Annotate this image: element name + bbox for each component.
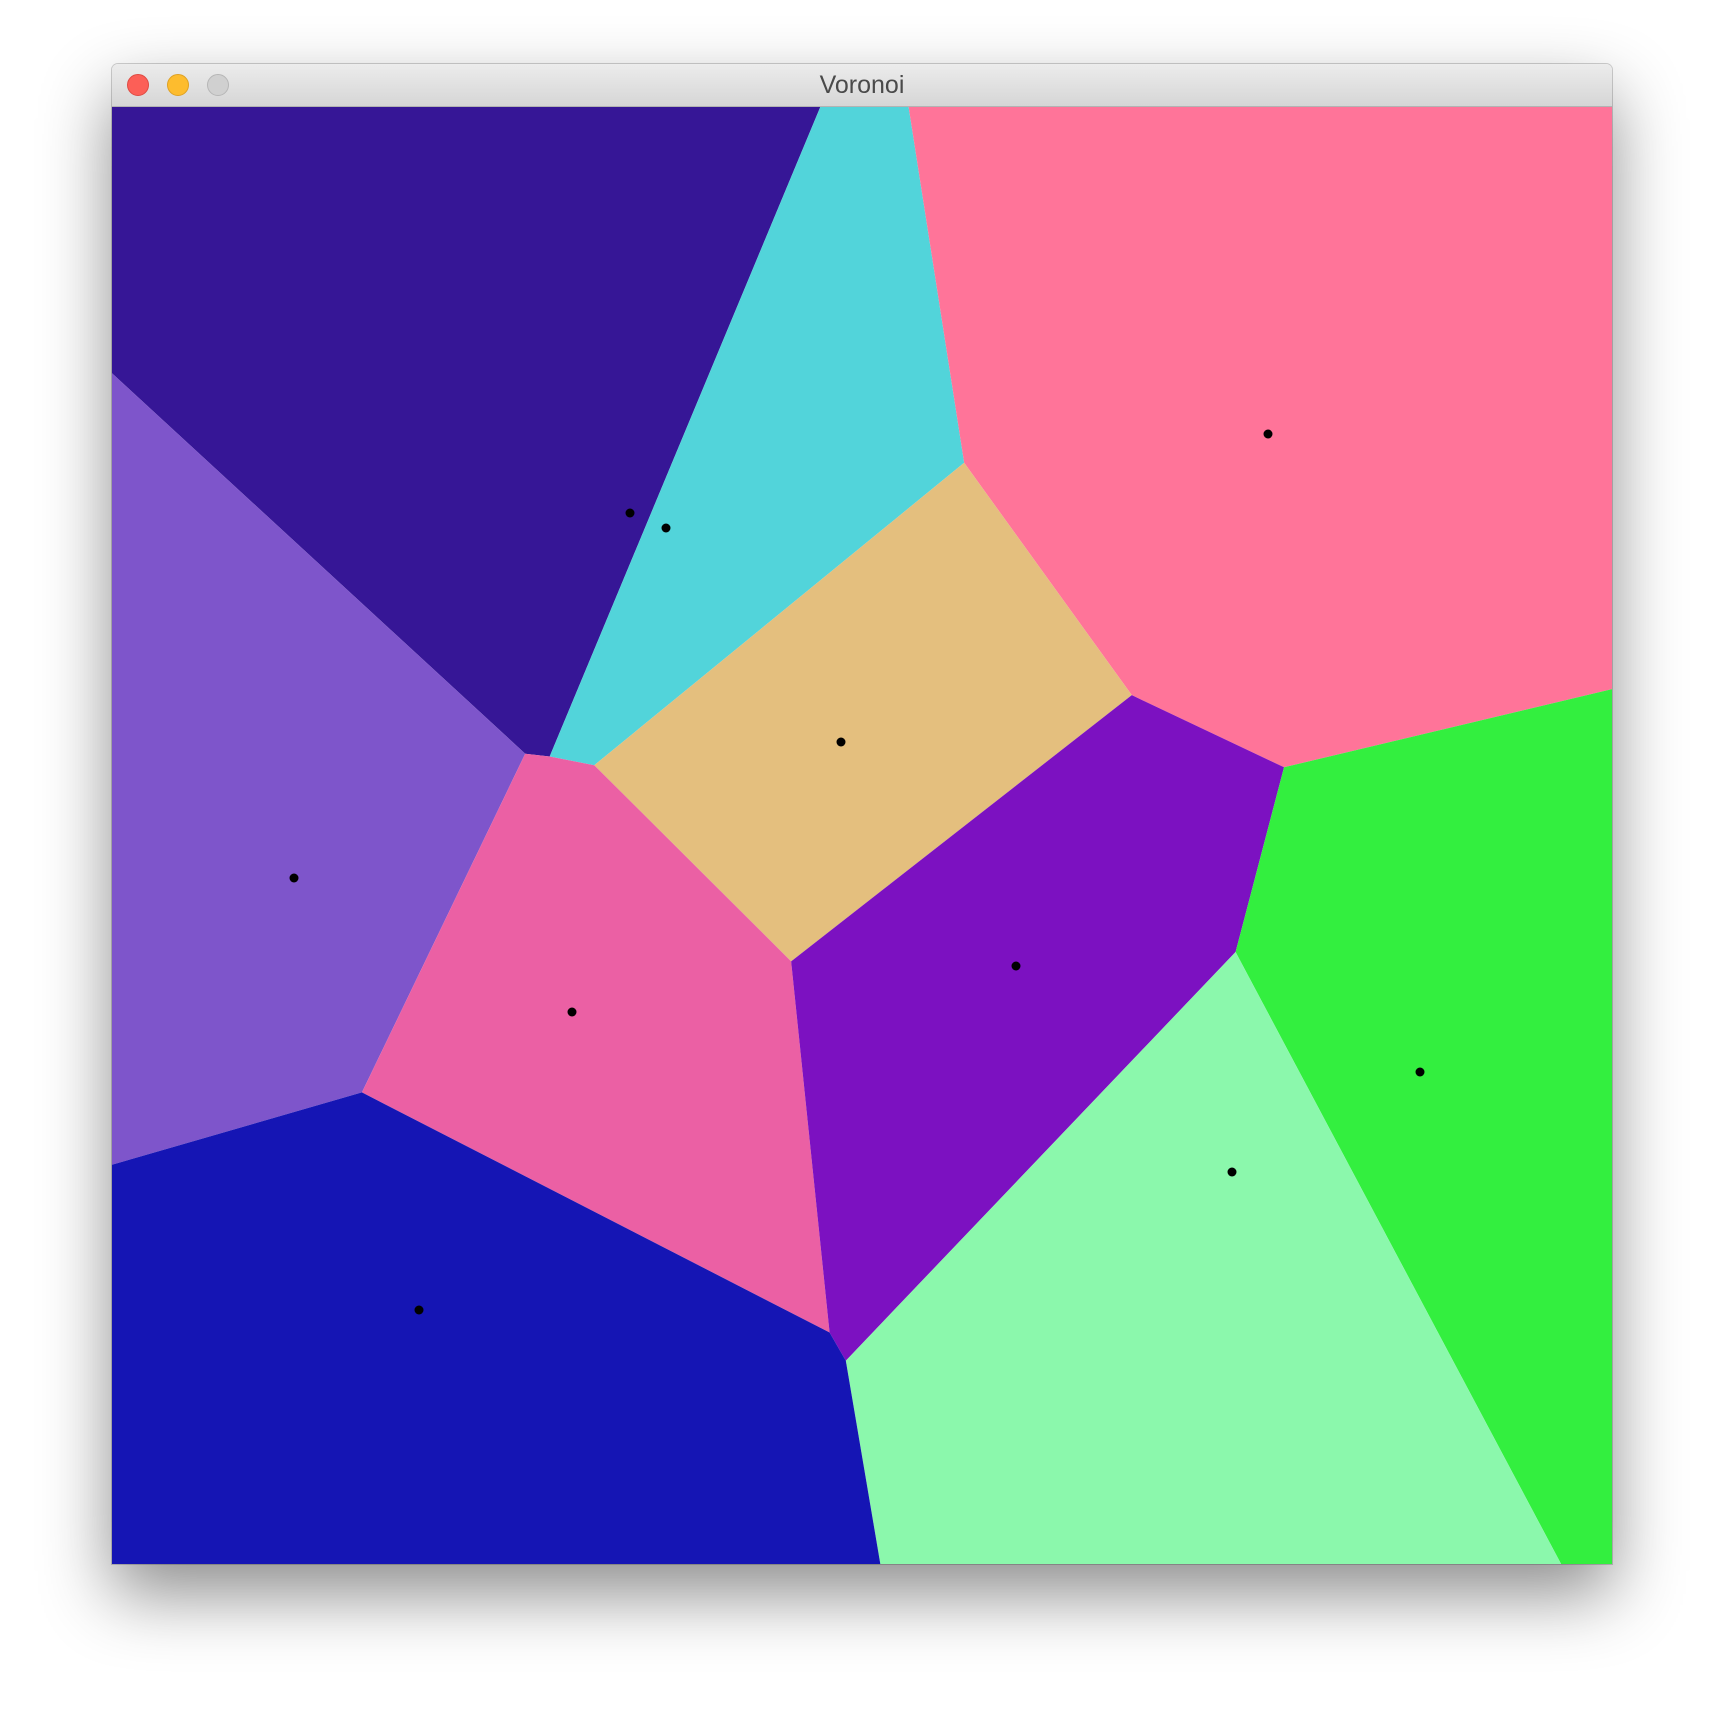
voronoi-cell: [112, 1092, 881, 1564]
voronoi-cell: [908, 107, 1612, 768]
window-title: Voronoi: [819, 71, 905, 99]
app-window: Voronoi: [112, 64, 1612, 1564]
voronoi-cell: [549, 107, 965, 766]
seed-point: [414, 1305, 424, 1315]
close-button[interactable]: [127, 74, 149, 96]
seed-point: [1227, 1167, 1237, 1177]
voronoi-cell: [112, 107, 821, 757]
voronoi-cell: [845, 952, 1562, 1564]
minimize-button[interactable]: [167, 74, 189, 96]
title-bar[interactable]: Voronoi: [112, 64, 1612, 107]
voronoi-cell: [791, 695, 1285, 1361]
seed-point: [836, 737, 846, 747]
voronoi-cell: [361, 753, 830, 1333]
seed-point: [661, 523, 671, 533]
voronoi-cell: [112, 373, 526, 1165]
voronoi-cell: [1235, 689, 1612, 1564]
seed-point: [1263, 429, 1273, 439]
zoom-button[interactable]: [207, 74, 229, 96]
seed-point: [1415, 1067, 1425, 1077]
seed-point: [289, 873, 299, 883]
seed-point: [625, 508, 635, 518]
voronoi-cell: [594, 462, 1132, 962]
seed-point: [567, 1007, 577, 1017]
voronoi-canvas[interactable]: [112, 107, 1612, 1564]
seed-point: [1011, 961, 1021, 971]
voronoi-diagram: [112, 107, 1612, 1564]
